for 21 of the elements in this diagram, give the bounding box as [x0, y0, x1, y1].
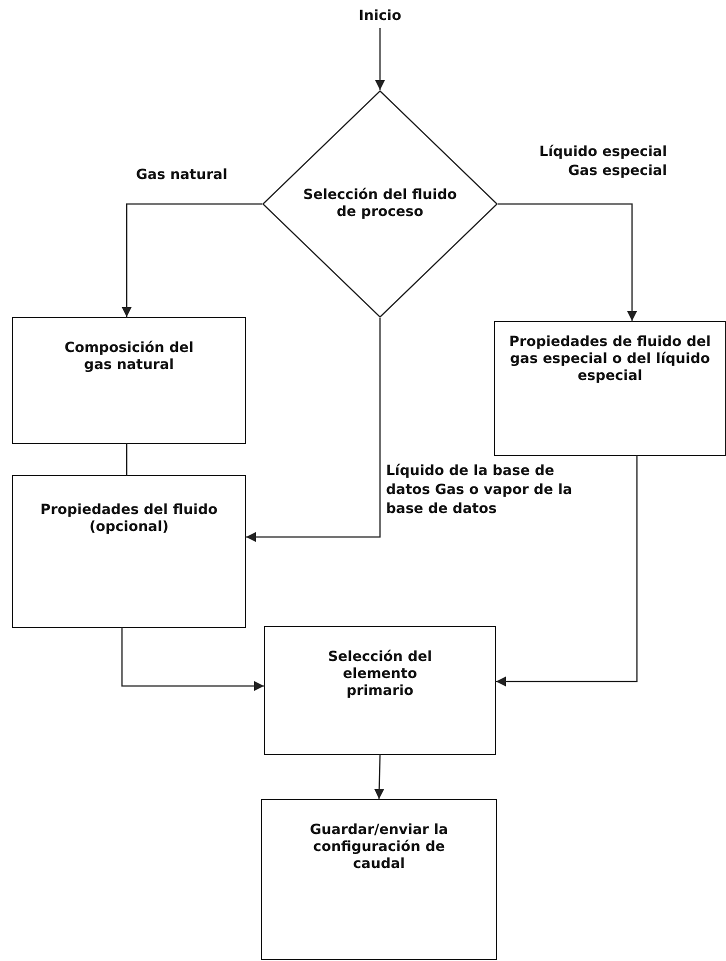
- arrow: [121, 628, 264, 691]
- node-text: Selección del elemento primario: [326, 649, 434, 700]
- arrow: [498, 203, 638, 321]
- arrow: [246, 318, 381, 542]
- node-text: Selección del fluido de proceso: [302, 187, 458, 221]
- node-text: Guardar/enviar la configuración de caudal: [308, 822, 450, 873]
- process-box: [12, 475, 246, 628]
- node-text: Propiedades de fluido del gas especial o del líquido especial: [508, 334, 712, 385]
- decision-diamond: [262, 90, 498, 318]
- node-text: Composición del gas natural: [63, 340, 195, 374]
- process-box: [261, 799, 497, 960]
- process-box: [12, 317, 246, 444]
- connector-line: [126, 444, 128, 475]
- arrow: [374, 754, 384, 800]
- node-text: Propiedades del fluido (opcional): [39, 502, 219, 536]
- process-box: [494, 321, 726, 456]
- arrow: [496, 456, 638, 686]
- arrow: [375, 28, 385, 90]
- process-box: [264, 626, 496, 755]
- arrow: [122, 203, 262, 317]
- start-label: Inicio: [358, 8, 402, 24]
